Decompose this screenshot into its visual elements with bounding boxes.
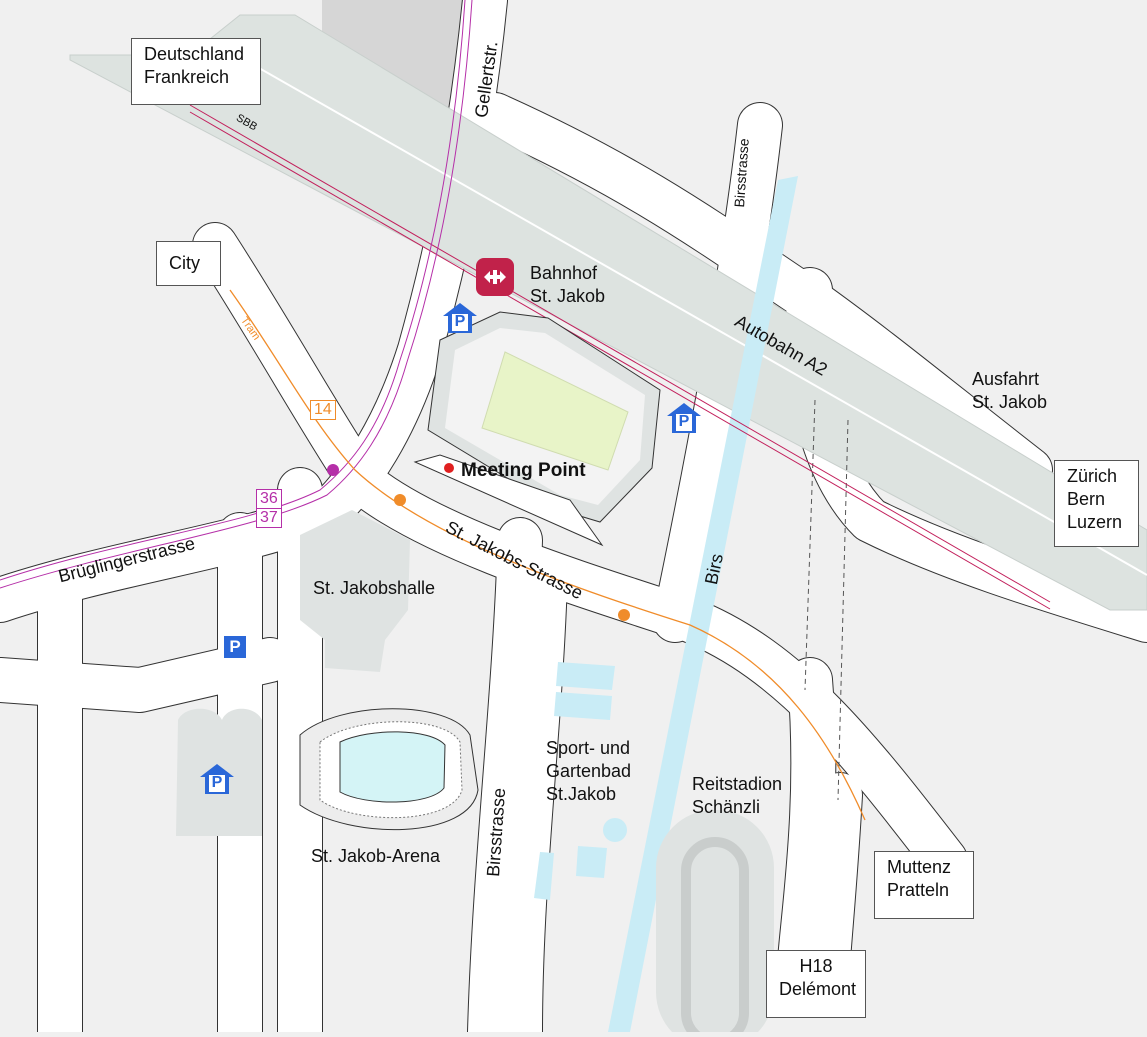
parking-garage-icon-2: P: [666, 402, 702, 434]
tram-stop-marker-2: [618, 609, 630, 621]
ausfahrt-line-2: St. Jakob: [972, 392, 1048, 412]
destination-line-1: Zürich: [1067, 466, 1118, 486]
tram-stop-marker-1: [394, 494, 406, 506]
gartenbad-line-1: Sport- und: [546, 738, 631, 758]
motorway-divider: [209, 39, 1147, 576]
destination-line-1: Muttenz: [887, 857, 952, 877]
destination-muttenz-pratteln: Muttenz Pratteln: [874, 851, 974, 919]
destination-line-3: Luzern: [1067, 512, 1123, 532]
railway-sbb: [189, 104, 1051, 610]
destination-line-2: Delémont: [779, 979, 857, 999]
dashed-path-2: [837, 419, 849, 801]
road-label-birsstrasse-top: Birsstrasse: [731, 137, 752, 208]
destination-line-2: Pratteln: [887, 880, 950, 900]
place-label-gartenbad: Sport- und Gartenbad St.Jakob: [546, 737, 631, 806]
bus-route: [0, 0, 473, 589]
destination-line-2: Frankreich: [144, 67, 230, 87]
building-jakobshalle: [300, 510, 410, 672]
destination-deutschland-frankreich: Deutschland Frankreich: [131, 38, 261, 105]
ausfahrt-line-1: Ausfahrt: [972, 369, 1040, 389]
bus-stop-marker: [327, 464, 339, 476]
sbb-station-icon: [476, 258, 514, 296]
meeting-point-label: Meeting Point: [461, 460, 586, 481]
reitstadion-line-2: Schänzli: [692, 797, 761, 817]
place-label-bahnhof: Bahnhof St. Jakob: [530, 262, 605, 308]
place-label-arena: St. Jakob-Arena: [311, 846, 441, 866]
river-birs: [608, 176, 798, 1032]
place-label-reitstadion: Reitstadion Schänzli: [692, 773, 782, 819]
pools-gartenbad: [534, 662, 627, 900]
stadium-st-jakob-park: [413, 311, 661, 547]
destination-line-1: H18: [799, 956, 833, 976]
parking-garage-icon-1: P: [442, 302, 478, 334]
reitstadion-track: [656, 810, 774, 1037]
gartenbad-line-3: St.Jakob: [546, 784, 617, 804]
parking-icon-surface: P: [224, 636, 246, 658]
parking-garage-letter: P: [454, 313, 466, 330]
parking-garage-icon-3: P: [199, 763, 235, 795]
place-label-jakobshalle: St. Jakobshalle: [313, 578, 436, 598]
arena-st-jakob: [299, 708, 479, 831]
destination-city: City: [156, 241, 221, 286]
dashed-path-1: [804, 399, 816, 691]
building-top: [322, 0, 468, 112]
bus-line-badge-37: 37: [256, 508, 282, 528]
destination-line-2: Bern: [1067, 489, 1106, 509]
gartenbad-line-2: Gartenbad: [546, 761, 632, 781]
road-label-ausfahrt: Ausfahrt St. Jakob: [972, 368, 1047, 414]
destination-line-1: Deutschland: [144, 44, 245, 64]
meeting-point-marker: [444, 463, 454, 473]
bahnhof-line-2: St. Jakob: [530, 286, 606, 306]
tram-line-badge: 14: [310, 400, 336, 420]
parking-garage-letter: P: [211, 774, 223, 791]
destination-h18-delemont: H18 Delémont: [766, 950, 866, 1018]
reitstadion-line-1: Reitstadion: [692, 774, 783, 794]
bahnhof-line-1: Bahnhof: [530, 263, 598, 283]
destination-zuerich-bern-luzern: Zürich Bern Luzern: [1054, 460, 1139, 547]
bus-line-badge-36: 36: [256, 489, 282, 509]
destination-city-label: City: [169, 253, 200, 273]
tram-route: [229, 289, 866, 821]
parking-garage-letter: P: [678, 413, 690, 430]
